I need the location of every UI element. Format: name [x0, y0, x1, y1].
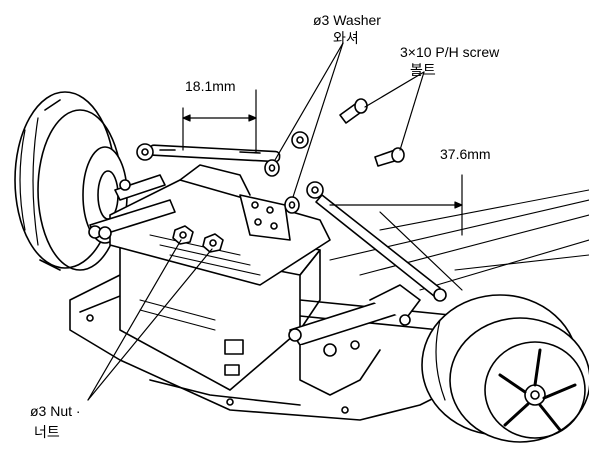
- nut-label-ko: 너트: [34, 424, 60, 440]
- nut-label-en: ø3 Nut ·: [30, 403, 81, 419]
- dim-37mm: [329, 174, 463, 291]
- washer-label-ko: 와셔: [333, 30, 359, 46]
- floor-lines: [329, 189, 589, 291]
- screws: [339, 98, 405, 167]
- front-turnbuckle: [306, 181, 447, 302]
- dim-18mm: [182, 89, 257, 153]
- rear-arms: [88, 174, 176, 240]
- dim-left-label: 18.1mm: [185, 78, 236, 94]
- front-arms: [288, 284, 421, 396]
- screw-label-ko: 볼트: [410, 62, 436, 78]
- dim-right-label: 37.6mm: [440, 146, 491, 162]
- washer-label-en: ø3 Washer: [313, 12, 381, 28]
- right-wheel: [421, 294, 589, 443]
- washers: [264, 159, 300, 214]
- screw-label-en: 3×10 P/H screw: [400, 44, 500, 60]
- rear-turnbuckle: [136, 131, 309, 163]
- leader-lines: [87, 42, 425, 401]
- nuts: [172, 225, 224, 253]
